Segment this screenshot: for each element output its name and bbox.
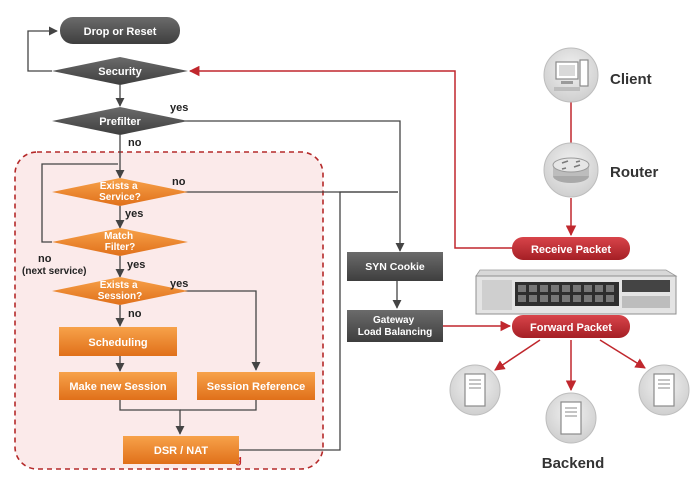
label-service-yes: yes (125, 208, 143, 220)
forward-packet-label: Forward Packet (530, 322, 612, 334)
exists-service-label: Exists a Service? (99, 181, 141, 203)
forward-packet-node (512, 315, 630, 338)
match-filter-label: Match Filter? (104, 231, 136, 253)
label-service-no: no (172, 176, 186, 188)
label-filter-no: no (38, 253, 52, 265)
match-filter-node (52, 228, 188, 256)
backend-label: Backend (542, 455, 605, 472)
router-icon (543, 142, 599, 198)
exists-service-node (52, 178, 188, 206)
flow-connectors (27, 26, 405, 451)
exists-session-label: Exists a Session? (98, 280, 142, 302)
server-icon (449, 364, 501, 416)
security-label: Security (98, 66, 142, 78)
dsr-nat-node (123, 436, 239, 464)
syn-cookie-label: SYN Cookie (365, 261, 425, 273)
exists-session-node (52, 277, 188, 305)
syn-cookie-node (347, 252, 443, 281)
server-icon (545, 392, 597, 444)
label-filter-yes: yes (127, 259, 145, 271)
lb-region (14, 151, 324, 470)
receive-packet-node (512, 237, 630, 260)
label-prefilter-no: no (128, 137, 142, 149)
scheduling-node (59, 327, 177, 356)
router-label: Router (610, 164, 658, 181)
make-session-node (59, 372, 177, 400)
label-session-yes: yes (170, 278, 188, 290)
gateway-lb-node (347, 310, 443, 342)
label-next-service: (next service) (22, 266, 86, 277)
scheduling-label: Scheduling (88, 337, 147, 349)
network-links (188, 65, 646, 392)
receive-packet-label: Receive Packet (531, 244, 611, 256)
gateway-lb-label: Gateway Load Balancing (358, 315, 432, 338)
label-session-no: no (128, 308, 142, 320)
prefilter-label: Prefilter (99, 116, 141, 128)
network-appliance-icon (475, 269, 678, 315)
dsr-nat-label: DSR / NAT (154, 445, 208, 457)
prefilter-node (52, 107, 188, 135)
drop-reset-label: Drop or Reset (84, 26, 157, 38)
client-label: Client (610, 71, 652, 88)
server-icon (638, 364, 690, 416)
session-reference-label: Session Reference (207, 381, 305, 393)
computer-icon (543, 47, 599, 103)
drop-reset-node (60, 17, 180, 44)
make-session-label: Make new Session (69, 381, 166, 393)
security-node (52, 57, 188, 85)
label-prefilter-yes: yes (170, 102, 188, 114)
session-reference-node (197, 372, 315, 400)
